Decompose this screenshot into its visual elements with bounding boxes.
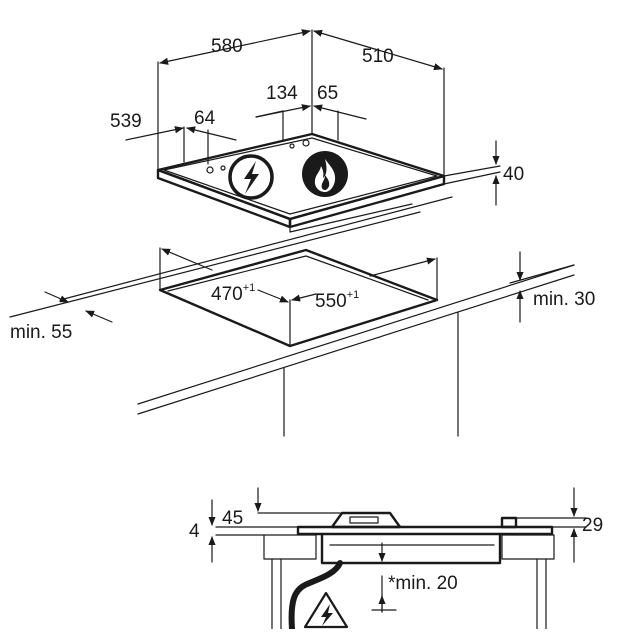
label-539: 539 [110,111,142,132]
label-65: 65 [317,83,338,104]
label-550: 550+1 [315,289,359,312]
dimension-labels: 580 510 539 64 134 65 40 470+1 550+1 min… [10,36,603,594]
label-45: 45 [222,508,243,529]
lightning-warning-icon [228,154,274,200]
control-dot-icon [289,143,295,149]
label-4: 4 [189,521,200,542]
label-min-55: min. 55 [10,322,72,343]
side-section [208,487,587,632]
countertop-cutout [9,196,575,437]
control-dot-icon [206,166,214,174]
label-29: 29 [582,515,603,536]
electric-hazard-icon [303,591,349,629]
label-min-20: *min. 20 [388,573,458,594]
control-dot-icon [220,165,226,171]
label-40: 40 [503,164,524,185]
label-470: 470+1 [211,282,255,305]
label-134: 134 [266,83,298,104]
label-64: 64 [194,108,216,129]
control-dot-icon [302,139,310,147]
label-580: 580 [211,36,243,57]
label-510: 510 [362,46,394,67]
label-min-30: min. 30 [533,289,595,310]
hob-perspective [125,29,501,233]
flame-icon [302,151,348,197]
